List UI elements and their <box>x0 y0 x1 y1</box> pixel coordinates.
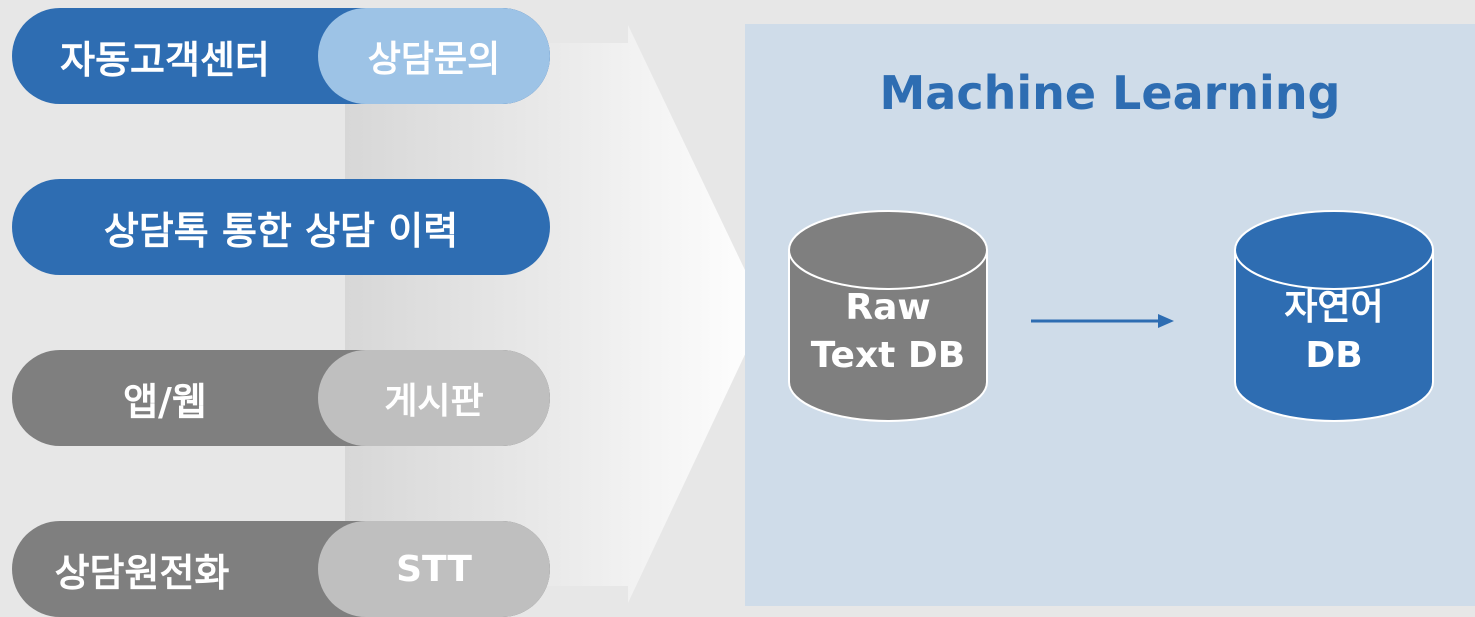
panel-title: Machine Learning <box>879 66 1341 120</box>
natural-language-db-cylinder: 자연어 DB <box>1234 210 1434 422</box>
source-label-auto-customer-center: 자동고객센터 <box>60 37 270 82</box>
source-label-app-web: 앱/웹 <box>123 379 207 424</box>
source-label-agent-phone: 상담원전화 <box>54 550 230 595</box>
database-icon <box>1234 210 1434 422</box>
db-label-line2: Text DB <box>810 335 966 376</box>
source-auto-customer-center: 자동고객센터 상담문의 <box>12 8 550 104</box>
source-tag-board: 게시판 <box>318 350 550 446</box>
db-label-line1: 자연어 <box>1284 287 1384 328</box>
database-icon <box>788 210 988 422</box>
db-label-line1: Raw <box>845 287 931 328</box>
source-chat-consultation-history: 상담톡 통한 상담 이력 <box>12 179 550 275</box>
raw-text-db-cylinder: Raw Text DB <box>788 210 988 422</box>
source-tag-consultation-inquiry: 상담문의 <box>318 8 550 104</box>
db-label-line2: DB <box>1305 335 1363 376</box>
source-agent-phone: 상담원전화 STT <box>12 521 550 617</box>
machine-learning-panel: Machine Learning Raw Text DB 자연어 DB <box>745 24 1475 606</box>
source-app-web: 앱/웹 게시판 <box>12 350 550 446</box>
flow-arrow <box>1031 314 1174 328</box>
source-tag-stt: STT <box>318 521 550 617</box>
